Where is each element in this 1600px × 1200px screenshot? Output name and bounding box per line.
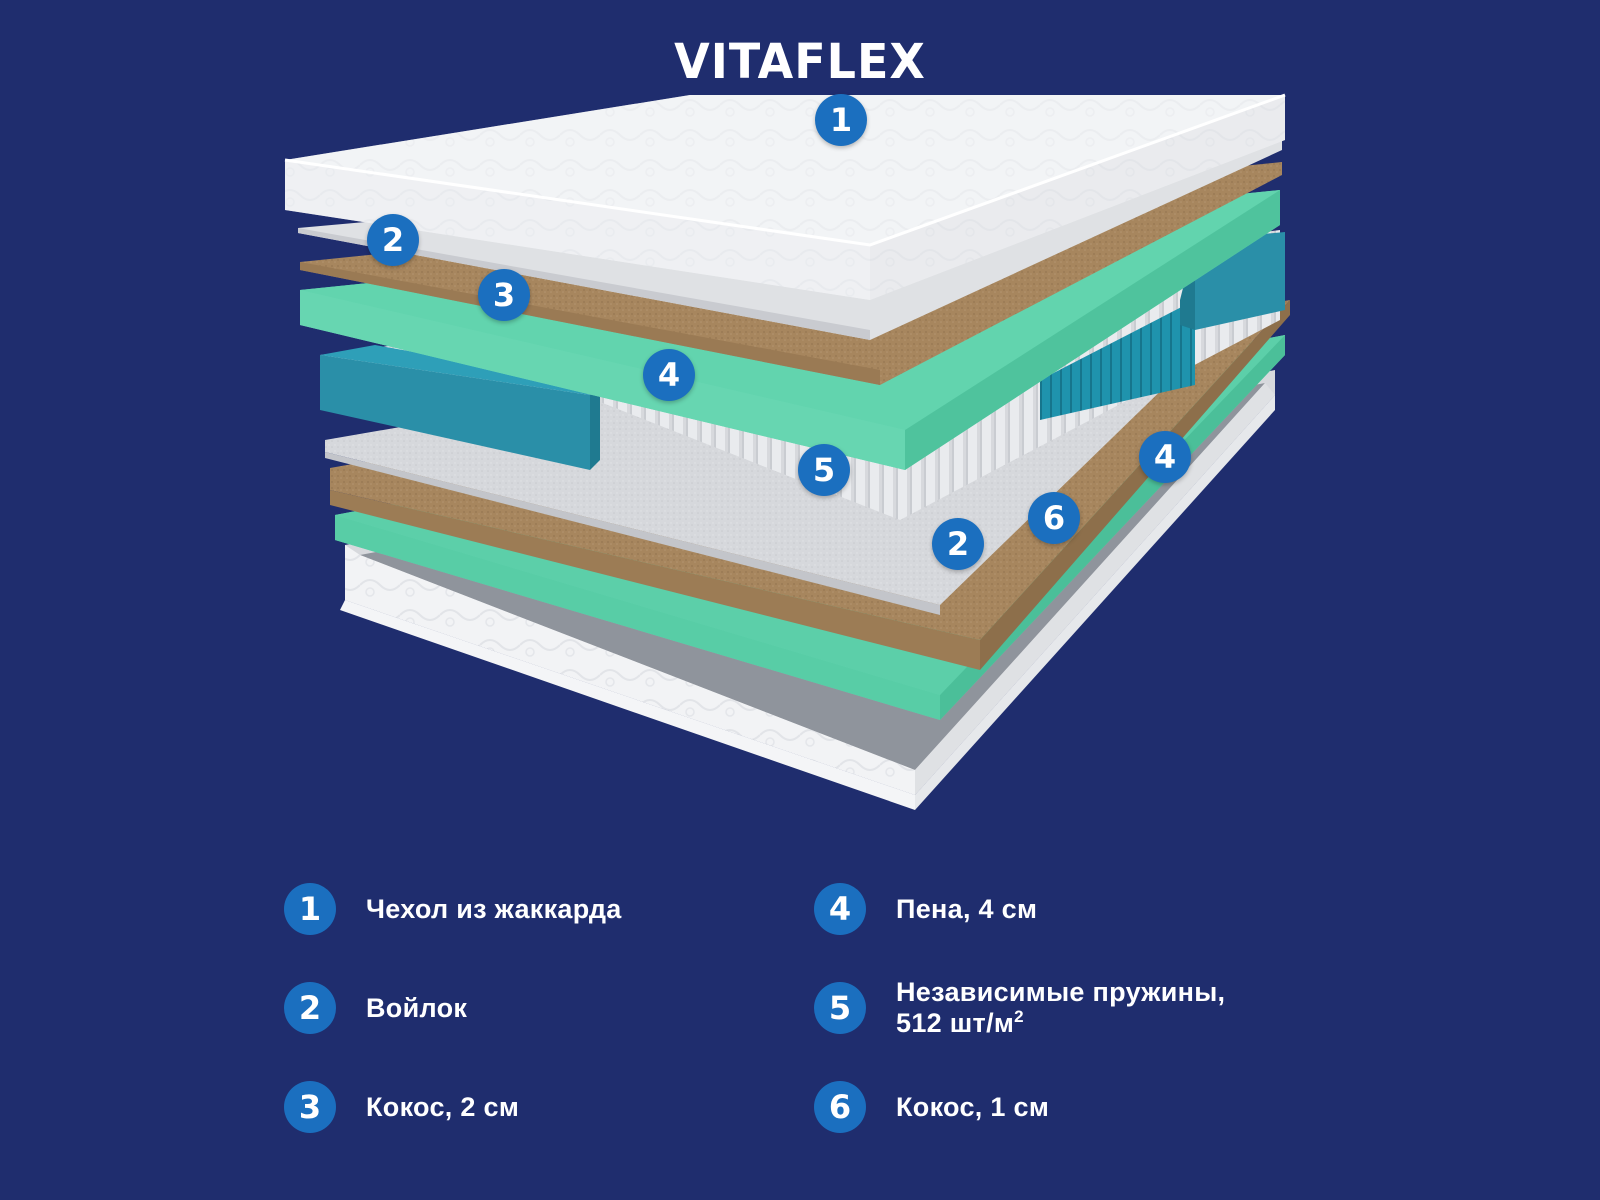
legend-label-5-line2: 512 шт/м2 <box>896 1008 1225 1039</box>
legend-label-1: Чехол из жаккарда <box>366 893 622 924</box>
layer-badge-3: 3 <box>478 269 530 321</box>
legend-item-5: 5 Независимые пружины, 512 шт/м2 <box>814 977 1225 1038</box>
legend-item-6: 6 Кокос, 1 см <box>814 1080 1049 1134</box>
legend-label-5-superscript: 2 <box>1014 1007 1024 1026</box>
legend-item-1: 1 Чехол из жаккарда <box>284 882 622 936</box>
legend-item-2: 2 Войлок <box>284 981 467 1035</box>
layer-badge-2-bottom: 2 <box>932 518 984 570</box>
legend-item-4: 4 Пена, 4 см <box>814 882 1037 936</box>
legend-badge-1: 1 <box>284 883 336 935</box>
legend-badge-5: 5 <box>814 982 866 1034</box>
legend-badge-4: 4 <box>814 883 866 935</box>
legend-label-5-line1: Независимые пружины, <box>896 977 1226 1007</box>
legend-item-3: 3 Кокос, 2 см <box>284 1080 519 1134</box>
legend-label-6: Кокос, 1 см <box>896 1091 1050 1122</box>
layer-badge-5: 5 <box>798 444 850 496</box>
top-cover-layer <box>284 93 1286 300</box>
legend-label-4: Пена, 4 см <box>896 893 1038 924</box>
legend-label-3: Кокос, 2 см <box>366 1091 520 1122</box>
legend-badge-2: 2 <box>284 982 336 1034</box>
legend-label-5-value: 512 шт/м <box>896 1008 1015 1038</box>
mattress-layers-diagram: 1 2 3 4 5 2 6 4 <box>284 93 1290 810</box>
legend-label-2: Войлок <box>366 992 468 1023</box>
layer-badge-4-top: 4 <box>643 349 695 401</box>
layers-legend: 1 Чехол из жаккарда 2 Войлок 3 Кокос, 2 … <box>284 874 1324 1154</box>
brand-logo: VITAFLEX <box>674 32 926 90</box>
legend-label-5: Независимые пружины, 512 шт/м2 <box>896 977 1225 1039</box>
legend-badge-3: 3 <box>284 1081 336 1133</box>
layer-badge-1: 1 <box>815 94 867 146</box>
mattress-illustration <box>284 93 1290 810</box>
legend-badge-6: 6 <box>814 1081 866 1133</box>
layer-badge-4-bottom: 4 <box>1139 431 1191 483</box>
layer-badge-6: 6 <box>1028 492 1080 544</box>
layer-badge-2-top: 2 <box>367 214 419 266</box>
